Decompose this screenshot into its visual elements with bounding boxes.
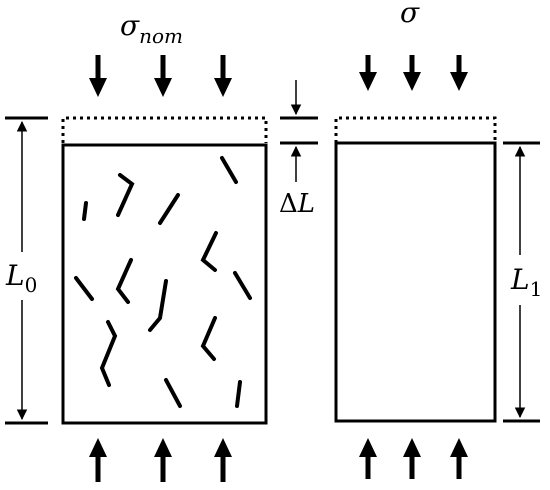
right-specimen: σ (334, 0, 542, 479)
crack (116, 173, 135, 217)
thick-arrow-icon (450, 438, 468, 479)
left-top-load-arrows (89, 55, 232, 97)
left-stress-label: σnom (120, 9, 183, 48)
thick-arrow-icon (214, 438, 232, 482)
delta-l-label: ΔL (279, 189, 315, 219)
left-specimen: σnom (5, 9, 268, 482)
l1-label: L1 (510, 263, 542, 301)
l1-symbol: L (510, 263, 530, 296)
left-original-top-dotted (61, 116, 268, 143)
thick-arrow-icon (403, 438, 421, 479)
left-bottom-load-arrows (89, 438, 232, 482)
crack (164, 378, 182, 408)
crack (74, 276, 94, 301)
crack (233, 271, 252, 300)
thick-arrow-icon (359, 55, 377, 91)
thick-arrow-icon (89, 438, 107, 482)
thick-arrow-icon (359, 438, 377, 479)
right-top-load-arrows (359, 55, 468, 91)
crack (99, 320, 118, 387)
thick-arrow-icon (214, 55, 232, 97)
right-bottom-load-arrows (359, 438, 468, 479)
crack (148, 279, 168, 332)
crack (200, 231, 218, 272)
thick-arrow-icon (89, 55, 107, 97)
l1-subscript: 1 (530, 277, 543, 301)
left-specimen-box (61, 143, 268, 425)
right-original-top-dotted (334, 116, 497, 143)
l0-symbol: L (5, 259, 25, 292)
left-stress-subscript: nom (139, 24, 183, 48)
crack (200, 316, 217, 361)
crack (235, 380, 242, 408)
thick-arrow-icon (450, 55, 468, 91)
thick-arrow-icon (154, 438, 172, 482)
thick-arrow-icon (154, 55, 172, 97)
crack (115, 258, 133, 304)
thick-arrow-icon (403, 55, 421, 91)
delta-l-symbol: L (297, 189, 315, 219)
l0-label: L0 (5, 259, 37, 297)
crack (158, 193, 180, 225)
right-specimen-box (334, 141, 497, 423)
crack (82, 201, 88, 221)
left-stress-symbol: σ (120, 9, 140, 42)
delta-l-prefix: Δ (279, 189, 298, 219)
l0-subscript: 0 (25, 273, 38, 297)
right-stress-label: σ (400, 0, 420, 29)
cracks (74, 156, 252, 408)
l0-dimension: L0 (5, 116, 48, 425)
delta-l-dimension: ΔL (279, 80, 318, 219)
l1-dimension: L1 (503, 141, 542, 423)
crack (220, 156, 238, 184)
